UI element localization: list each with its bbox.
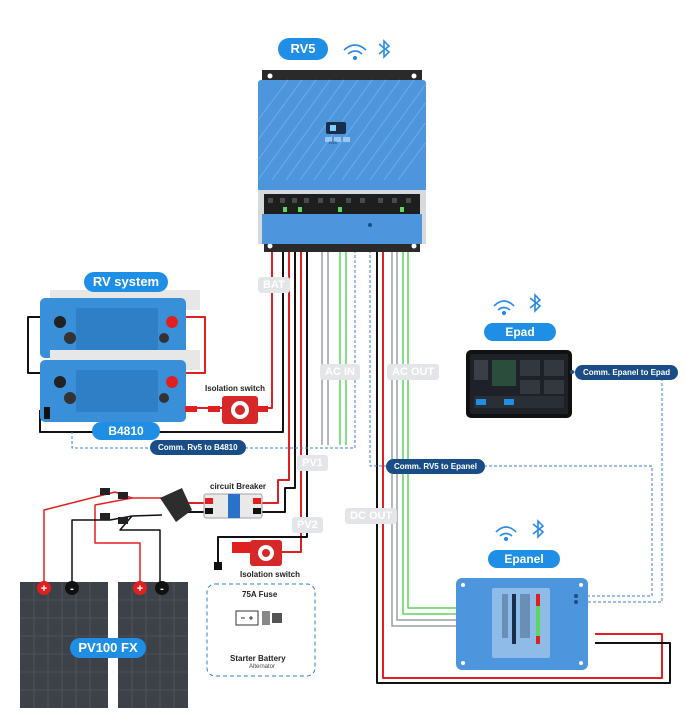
rv-system-badge: RV system — [84, 272, 168, 292]
bluetooth-icon-epanel — [532, 519, 545, 539]
svg-text:-: - — [70, 583, 74, 595]
fuse-icon — [262, 611, 282, 625]
label-dc-out: DC OUT — [345, 508, 398, 524]
starter-battery-box — [206, 583, 316, 677]
rv5-inverter — [257, 70, 427, 252]
solar-black-a — [71, 514, 163, 586]
label-bat: BAT — [258, 277, 290, 293]
label-fuse: 75A Fuse — [242, 590, 278, 599]
battery-icon — [235, 610, 259, 626]
b4810-battery-top — [40, 290, 200, 358]
bat-negative-wire — [39, 225, 284, 433]
svg-text:-: - — [160, 583, 164, 595]
ac-out-green-2 — [407, 225, 456, 609]
battery-series-link-black — [27, 316, 42, 374]
comm-rv5-b4810-line — [71, 225, 356, 449]
ac-out-green-1 — [402, 225, 456, 615]
wires — [27, 225, 671, 684]
label-ac-in: AC IN — [320, 364, 360, 380]
label-alternator: Alternator — [249, 664, 276, 670]
epad-badge: Epad — [484, 323, 556, 341]
rv5-front-label: RV5 — [329, 140, 337, 145]
battery-series-link-red — [185, 316, 206, 374]
rv5-badge: RV5 — [278, 38, 328, 60]
label-circuit-breaker: circuit Breaker — [210, 482, 267, 491]
b4810-battery-bottom — [40, 350, 200, 422]
solar-red-b — [94, 497, 141, 586]
comm-label-epanel-epad: Comm. Epanel to Epad — [575, 365, 679, 380]
svg-text:+: + — [137, 583, 143, 595]
label-isolation-switch-starter: Isolation switch — [240, 570, 301, 579]
comm-rv5-epanel-line — [369, 225, 653, 597]
label-isolation-switch-battery: Isolation switch — [205, 384, 266, 393]
circuit-breaker — [203, 493, 263, 519]
comm-label-rv5-epanel: Comm. RV5 to Epanel — [386, 459, 485, 474]
b4810-badge: B4810 — [92, 422, 160, 440]
bluetooth-icon-rv5 — [378, 39, 391, 59]
label-pv2: PV2 — [292, 517, 323, 533]
wifi-icon-epanel — [495, 526, 517, 542]
ac-out-gray-2 — [396, 225, 456, 621]
label-starter-battery: Starter Battery — [230, 654, 286, 663]
bat-positive-wire — [258, 225, 273, 409]
wifi-icon-rv5 — [343, 44, 367, 61]
ac-out-red — [382, 225, 663, 679]
bluetooth-icon-epad — [529, 293, 542, 313]
comm-epanel-epad-line — [572, 371, 663, 603]
ac-out-gray-1 — [391, 225, 456, 627]
isolation-switch-battery — [222, 396, 268, 424]
epanel-device — [456, 578, 588, 670]
pv1-red-wire — [262, 225, 290, 504]
comm-label-rv5-b4810: Comm. Rv5 to B4810 — [150, 440, 246, 455]
epanel-badge: Epanel — [488, 550, 560, 568]
label-pv1: PV1 — [297, 455, 328, 471]
ac-out-black — [376, 225, 671, 684]
svg-text:+: + — [41, 583, 47, 595]
epad-tablet — [466, 350, 572, 418]
y-connectors — [100, 488, 192, 524]
solar-red-a — [43, 491, 162, 586]
pv2-red-wire — [282, 225, 302, 553]
pv1-black-wire — [262, 225, 296, 513]
isolation-switch-starter — [214, 540, 282, 570]
pv2-black-wire — [217, 225, 308, 565]
wifi-icon-epad — [493, 300, 515, 316]
pv100-fx-badge: PV100 FX — [70, 638, 146, 658]
label-ac-out: AC OUT — [387, 364, 440, 380]
